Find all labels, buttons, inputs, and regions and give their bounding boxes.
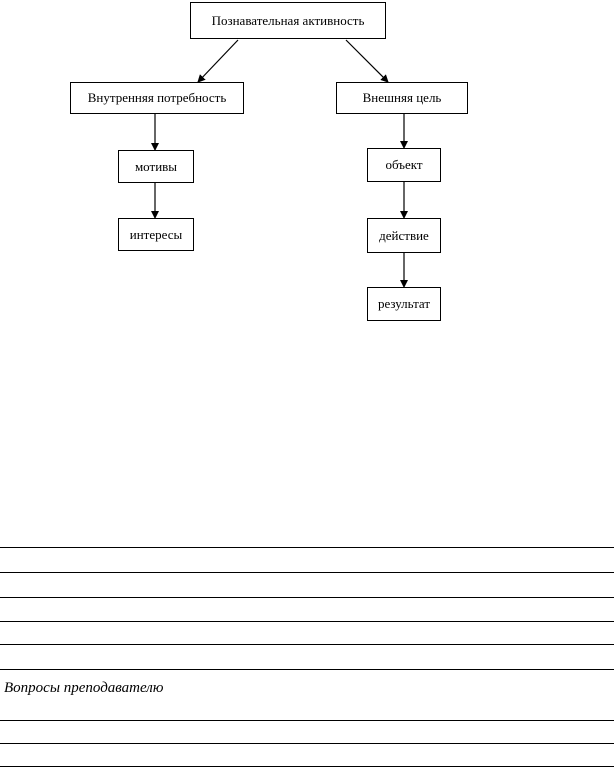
answer-line[interactable] <box>0 766 614 767</box>
answer-line[interactable] <box>0 720 614 721</box>
node-internal-need: Внутренняя потребность <box>70 82 244 114</box>
node-object: объект <box>367 148 441 182</box>
arrow-root-to-internal-need <box>197 39 239 83</box>
node-action: действие <box>367 218 441 253</box>
arrow-root-to-external-goal <box>345 39 389 83</box>
answer-line[interactable] <box>0 743 614 744</box>
node-result: результат <box>367 287 441 321</box>
answer-line[interactable] <box>0 644 614 645</box>
answer-line[interactable] <box>0 669 614 670</box>
answer-line[interactable] <box>0 547 614 548</box>
answer-line[interactable] <box>0 597 614 598</box>
node-external-goal: Внешняя цель <box>336 82 468 114</box>
node-motives: мотивы <box>118 150 194 183</box>
node-cognitive-activity: Познавательная активность <box>190 2 386 39</box>
answer-line[interactable] <box>0 572 614 573</box>
section-title-teacher-questions: Вопросы преподавателю <box>4 680 164 696</box>
answer-line[interactable] <box>0 621 614 622</box>
node-interests: интересы <box>118 218 194 251</box>
